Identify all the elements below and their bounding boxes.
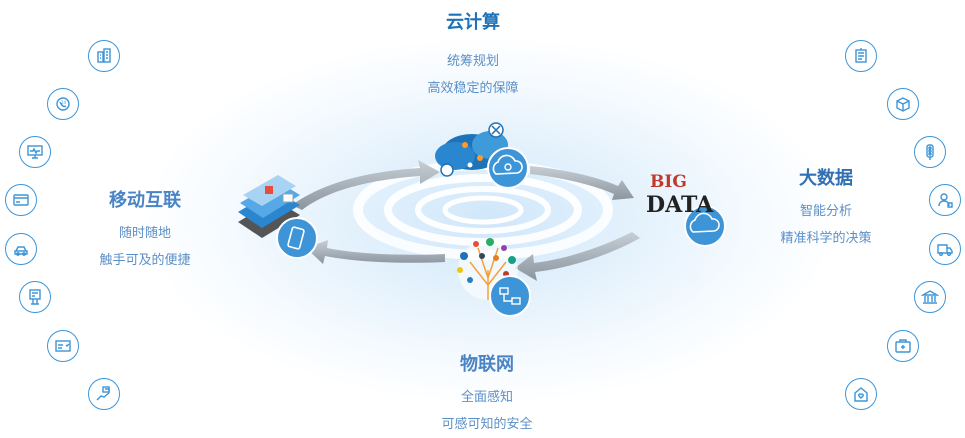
iot-line1: 全面感知 [460,390,513,405]
traffic-light-icon[interactable] [914,136,946,168]
arrow-mobile-to-cloud [292,160,440,210]
cloud-section: 云计算 统筹规划 高效稳定的保障 [423,8,523,102]
medical-kit-icon[interactable] [887,330,919,362]
truck-icon[interactable] [929,233,961,265]
mobile-section: 移动互联 随时随地 触手可及的便捷 [90,186,200,274]
iot-line2: 可感可知的安全 [441,417,533,432]
kiosk-icon[interactable] [19,281,51,313]
iot-section: 物联网 全面感知 可感可知的安全 [427,350,547,438]
id-card-icon[interactable] [47,330,79,362]
arrow-iot-to-mobile [306,240,445,264]
bigdata-section: 大数据 智能分析 精准科学的决策 [766,164,886,252]
bigdata-line2: 精准科学的决策 [780,231,872,246]
person-document-icon[interactable] [929,184,961,216]
document-stack-icon[interactable] [845,40,877,72]
iot-network-badge [489,275,531,317]
arrow-bigdata-to-iot [515,232,640,281]
bank-icon[interactable] [914,281,946,313]
hand-pay-icon[interactable] [88,378,120,410]
big-data-word-data: DATA [646,192,714,218]
mobile-phone-badge [276,217,318,259]
mobile-line1: 随时随地 [118,226,171,241]
iot-title: 物联网 [460,354,514,375]
svg-text:24: 24 [61,100,67,105]
bigdata-line1: 智能分析 [799,204,852,219]
cloud-network-icon [435,122,508,177]
big-data-logo: BIG DATA [622,170,713,230]
phone-support-icon[interactable]: 24 [47,88,79,120]
monitor-icon[interactable] [19,136,51,168]
arrow-cloud-to-bigdata [530,166,634,200]
mobile-devices-icon [238,175,300,238]
cloud-title: 云计算 [446,12,500,33]
mobile-title: 移动互联 [109,190,181,211]
cloud-settings-badge [487,147,529,189]
box-icon[interactable] [887,88,919,120]
card-icon[interactable] [5,184,37,216]
big-data-cloud-badge [684,205,726,247]
building-icon[interactable] [88,40,120,72]
cloud-line1: 统筹规划 [446,54,499,69]
big-data-word-big: BIG [650,172,687,192]
mobile-line2: 触手可及的便捷 [99,253,191,268]
bigdata-title: 大数据 [799,168,853,189]
house-heart-icon[interactable] [845,378,877,410]
car-icon[interactable] [5,233,37,265]
cloud-line2: 高效稳定的保障 [427,81,519,96]
